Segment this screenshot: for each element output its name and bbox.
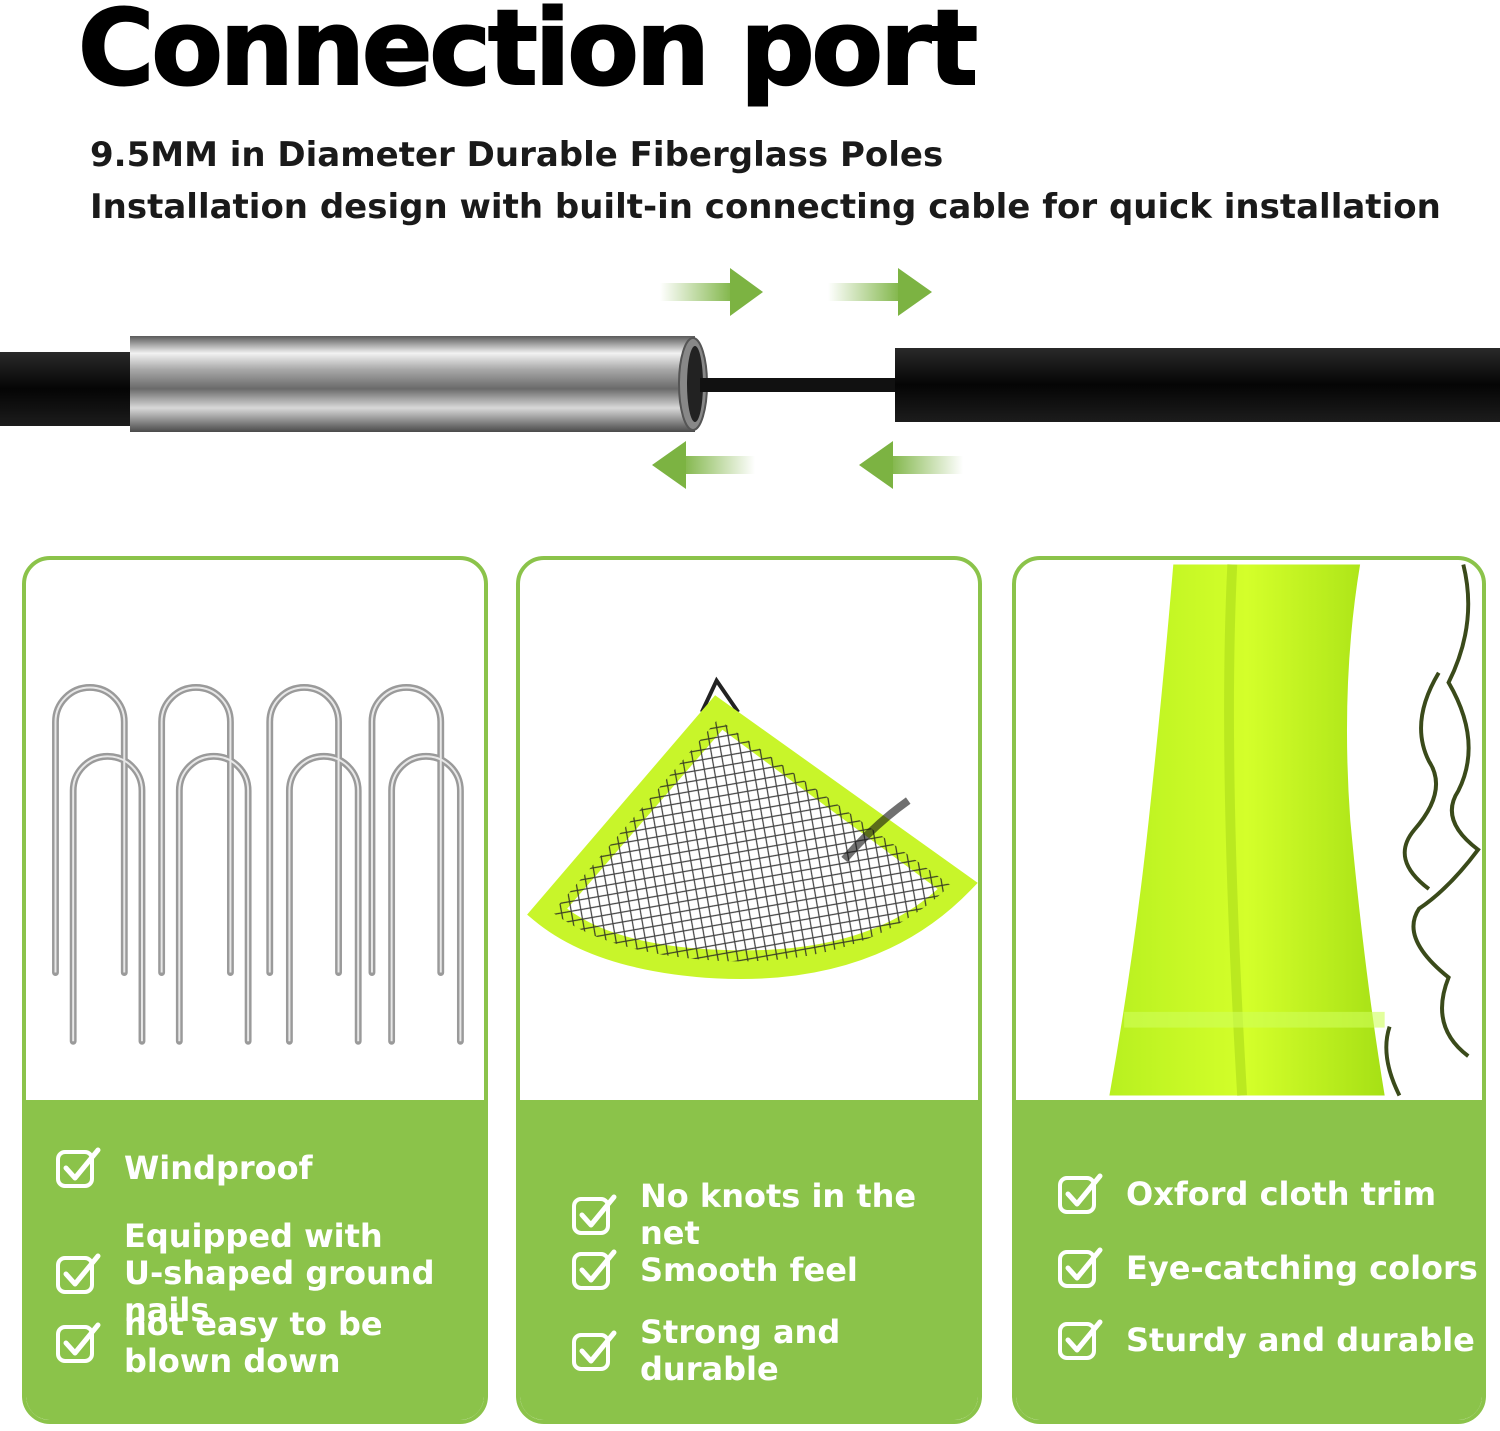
feature-item: Smooth feel (570, 1246, 858, 1294)
feature-text: Equipped with U-shaped ground nails (124, 1217, 435, 1329)
feature-item: Oxford cloth trim (1056, 1170, 1436, 1218)
subtitle-installation: Installation design with built-in connec… (90, 187, 1441, 227)
arrow-right-icon (828, 268, 932, 316)
feature-item: not easy to be blown down (54, 1306, 383, 1380)
feature-panel-ground-nails: Windproof Equipped with U-shaped ground … (22, 556, 488, 1424)
arrow-left-icon (859, 441, 963, 489)
feature-text: Windproof (124, 1148, 313, 1187)
feature-item: No knots in the net (570, 1178, 978, 1252)
page-title: Connection port (77, 0, 979, 109)
checkbox-check-icon (572, 1330, 617, 1371)
ground-nails-image (52, 684, 464, 1045)
feature-item: Windproof (54, 1144, 313, 1192)
feature-text: Smooth feel (640, 1250, 858, 1289)
feature-panel-oxford-cloth: Oxford cloth trim Eye-catching colors St… (1012, 556, 1486, 1424)
arrow-right-icon (660, 268, 763, 316)
checkbox-check-icon (1058, 1173, 1103, 1214)
checkbox-check-icon (572, 1194, 617, 1235)
checkbox-check-icon (56, 1253, 101, 1294)
feature-text: Sturdy and durable (1126, 1320, 1475, 1359)
subtitle-diameter: 9.5MM in Diameter Durable Fiberglass Pol… (90, 135, 944, 175)
checkbox-check-icon (56, 1322, 101, 1363)
checkbox-check-icon (572, 1249, 617, 1290)
checkbox-check-icon (56, 1147, 101, 1188)
oxford-cloth-trim-image (1109, 564, 1481, 1097)
feature-list: Windproof Equipped with U-shaped ground … (26, 1100, 484, 1420)
feature-text: Oxford cloth trim (1126, 1174, 1437, 1213)
pole-connection-illustration (0, 268, 1500, 489)
feature-text: No knots in the net (640, 1177, 917, 1252)
arrow-left-icon (652, 441, 755, 489)
feature-list: Oxford cloth trim Eye-catching colors St… (1016, 1100, 1482, 1420)
feature-list: No knots in the net Smooth feel Strong a… (520, 1100, 978, 1420)
feature-item: Strong and durable (570, 1314, 978, 1388)
feature-panel-net: No knots in the net Smooth feel Strong a… (516, 556, 982, 1424)
feature-text: Strong and durable (640, 1313, 841, 1388)
feature-item: Equipped with U-shaped ground nails (54, 1218, 484, 1329)
feature-item: Eye-catching colors (1056, 1244, 1478, 1292)
corner-net-image (527, 676, 978, 979)
feature-text: Eye-catching colors (1126, 1248, 1478, 1287)
feature-item: Sturdy and durable (1056, 1316, 1475, 1364)
checkbox-check-icon (1058, 1319, 1103, 1360)
checkbox-check-icon (1058, 1247, 1103, 1288)
feature-text: not easy to be blown down (124, 1305, 383, 1380)
